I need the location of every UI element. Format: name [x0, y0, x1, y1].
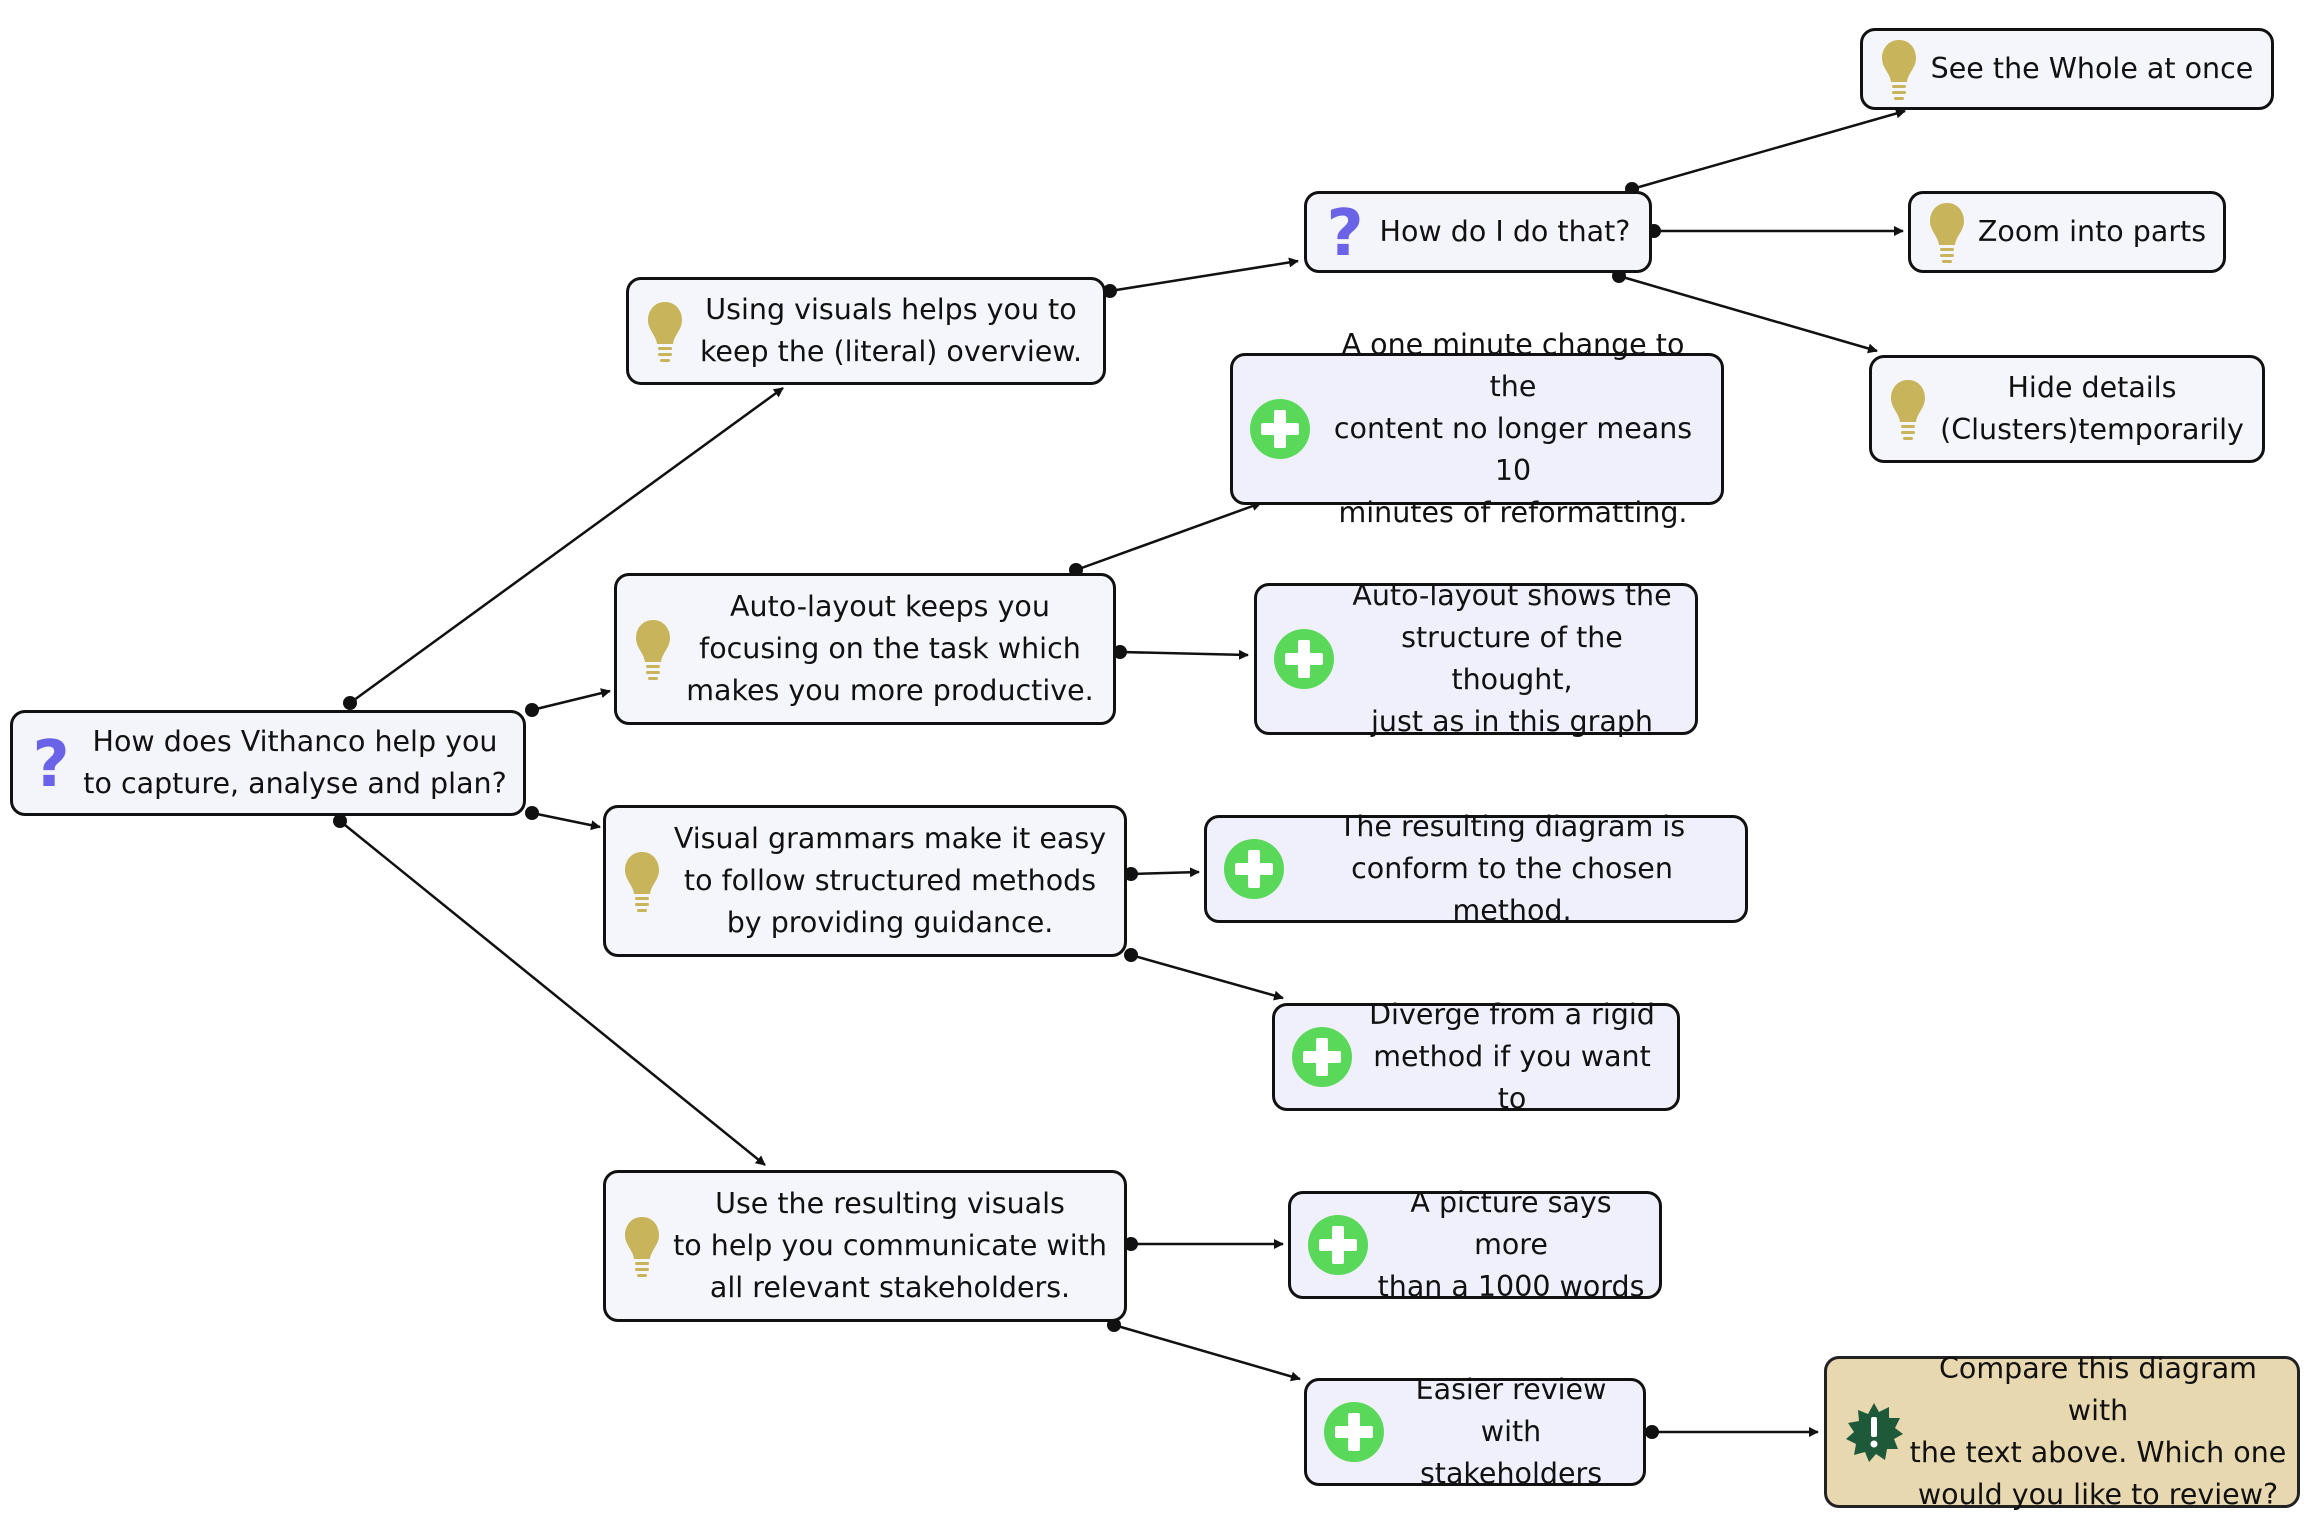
edge-grammars-to-diverge — [1130, 953, 1284, 1001]
node-picture-label: A picture says more than a 1000 words — [1377, 1186, 1645, 1303]
lightbulb-icon — [622, 1213, 662, 1279]
lightbulb-icon — [1927, 199, 1967, 265]
question-icon: ? — [1323, 197, 1367, 267]
node-how-label: How do I do that? — [1379, 215, 1631, 248]
node-picture[interactable]: A picture says more than a 1000 words — [1288, 1186, 1662, 1303]
edge-how-to-hide — [1618, 274, 1878, 354]
exclamation-icon — [1843, 1401, 1905, 1463]
node-structure-label: Auto-layout shows the structure of the t… — [1352, 579, 1672, 738]
edge-start-dot — [343, 696, 357, 710]
plus-icon — [1307, 1214, 1369, 1276]
node-autolayout[interactable]: Auto-layout keeps you focusing on the ta… — [614, 573, 1116, 725]
edge-start-dot — [1113, 645, 1127, 659]
edge-start-dot — [333, 814, 347, 828]
plus-icon — [1223, 838, 1285, 900]
edge-communicate-to-review — [1113, 1323, 1301, 1382]
plus-icon — [1323, 1401, 1385, 1463]
node-root[interactable]: ? How does Vithanco help you to capture,… — [10, 710, 526, 816]
node-zoom-label: Zoom into parts — [1977, 215, 2207, 248]
svg-text:?: ? — [32, 728, 69, 798]
edge-autolayout-to-structure — [1119, 649, 1249, 660]
node-structure[interactable]: Auto-layout shows the structure of the t… — [1254, 579, 1698, 738]
node-root-label: How does Vithanco help you to capture, a… — [83, 725, 507, 800]
node-diverge-label: Diverge from a rigid method if you want … — [1369, 998, 1655, 1115]
edge-root-to-grammars — [531, 811, 601, 831]
node-zoom[interactable]: Zoom into parts — [1908, 191, 2226, 273]
lightbulb-icon — [1888, 376, 1928, 442]
node-grammars[interactable]: Visual grammars make it easy to follow s… — [603, 805, 1127, 957]
edge-start-dot — [1124, 1237, 1138, 1251]
node-communicate[interactable]: Use the resulting visuals to help you co… — [603, 1170, 1127, 1322]
node-conform[interactable]: The resulting diagram is conform to the … — [1204, 810, 1748, 927]
node-compare-label: Compare this diagram with the text above… — [1909, 1352, 2287, 1511]
node-hide-label: Hide details (Clusters)temporarily — [1940, 371, 2244, 446]
edge-start-dot — [1124, 948, 1138, 962]
node-oneminute[interactable]: A one minute change to the content no lo… — [1230, 328, 1724, 529]
edge-start-dot — [525, 806, 539, 820]
edge-how-to-whole — [1631, 108, 1906, 191]
node-hide[interactable]: Hide details (Clusters)temporarily — [1869, 355, 2265, 463]
edge-root-to-visuals — [349, 386, 784, 705]
node-visuals-label: Using visuals helps you to keep the (lit… — [699, 293, 1083, 368]
edge-start-dot — [1645, 1425, 1659, 1439]
node-oneminute-label: A one minute change to the content no lo… — [1333, 328, 1693, 529]
node-compare[interactable]: Compare this diagram with the text above… — [1824, 1352, 2300, 1511]
lightbulb-icon — [1879, 36, 1919, 102]
lightbulb-icon — [633, 616, 673, 682]
node-grammars-label: Visual grammars make it easy to follow s… — [673, 822, 1107, 939]
edge-autolayout-to-oneminute — [1075, 501, 1262, 572]
plus-icon — [1291, 1026, 1353, 1088]
node-whole-label: See the Whole at once — [1930, 52, 2254, 85]
node-diverge[interactable]: Diverge from a rigid method if you want … — [1272, 998, 1680, 1115]
edge-grammars-to-conform — [1130, 867, 1200, 878]
lightbulb-icon — [645, 298, 685, 364]
svg-text:?: ? — [1326, 197, 1363, 267]
edge-start-dot — [1124, 867, 1138, 881]
edge-root-to-communicate — [339, 820, 766, 1166]
lightbulb-icon — [622, 848, 662, 914]
node-communicate-label: Use the resulting visuals to help you co… — [673, 1187, 1107, 1304]
node-conform-label: The resulting diagram is conform to the … — [1338, 810, 1686, 927]
node-autolayout-label: Auto-layout keeps you focusing on the ta… — [686, 590, 1094, 707]
edge-start-dot — [1103, 284, 1117, 298]
node-review[interactable]: Easier review with stakeholders — [1304, 1373, 1646, 1490]
plus-icon — [1273, 628, 1335, 690]
edge-root-to-autolayout — [531, 688, 611, 712]
edge-visuals-to-how — [1109, 257, 1299, 293]
node-whole[interactable]: See the Whole at once — [1860, 28, 2274, 110]
node-review-label: Easier review with stakeholders — [1415, 1373, 1607, 1490]
node-visuals[interactable]: Using visuals helps you to keep the (lit… — [626, 277, 1106, 385]
plus-icon — [1249, 398, 1311, 460]
node-how[interactable]: ? How do I do that? — [1304, 191, 1652, 273]
question-icon: ? — [29, 728, 73, 798]
edge-start-dot — [525, 703, 539, 717]
